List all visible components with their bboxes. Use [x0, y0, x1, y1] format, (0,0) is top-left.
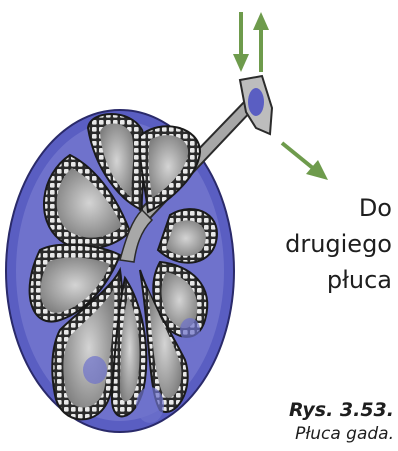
annotation-line-1: Do: [262, 190, 392, 226]
figure-number: Rys. 3.53.: [204, 398, 394, 422]
arrow-down-icon: [233, 12, 249, 72]
arrow-diagonal-icon: [282, 143, 328, 180]
figure-caption: Rys. 3.53. Płuca gada.: [204, 398, 394, 446]
annotation-line-2: drugiego: [262, 226, 392, 262]
airflow-annotation: Do drugiego płuca: [262, 190, 392, 298]
figure-description: Płuca gada.: [204, 422, 394, 446]
arrow-up-icon: [253, 12, 269, 72]
annotation-line-3: płuca: [262, 262, 392, 298]
